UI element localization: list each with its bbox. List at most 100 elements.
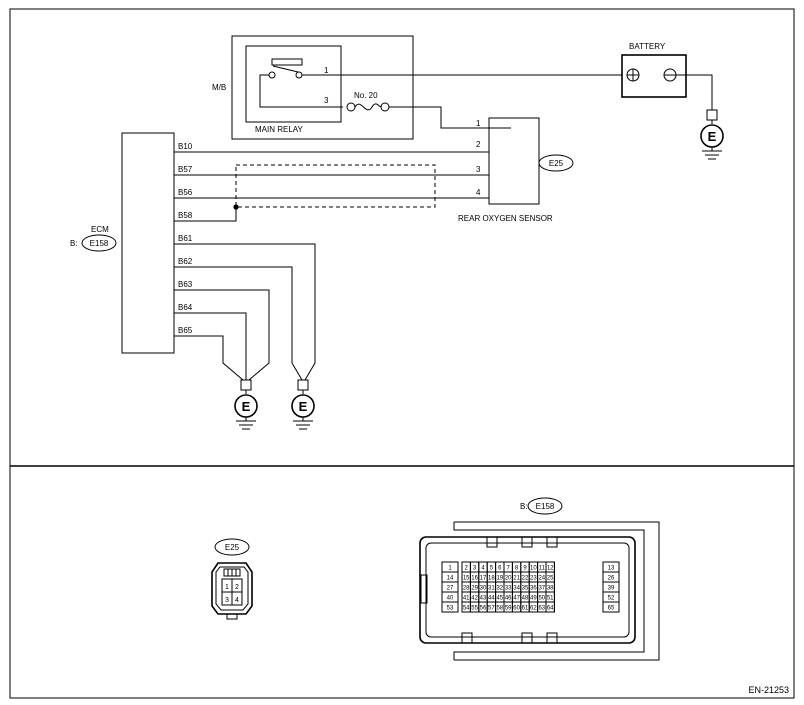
e158-pin: 56 [480, 606, 487, 612]
ecm-pin-b56: B56 [178, 188, 193, 197]
e158-pin: 15 [463, 576, 470, 582]
e158-pin: 35 [522, 586, 529, 592]
fuse-label: No. 20 [354, 91, 378, 100]
e158-pin: 51 [547, 596, 554, 602]
ground-label: E [299, 399, 308, 414]
e158-pin: 7 [507, 566, 511, 572]
e158-pin: 52 [608, 596, 615, 602]
e158-pin: 4 [481, 566, 485, 572]
e158-prefix: B: [520, 502, 528, 511]
sensor-label: REAR OXYGEN SENSOR [458, 214, 553, 223]
ecm-pin-b57: B57 [178, 165, 193, 174]
e158-pin: 49 [530, 596, 537, 602]
frame [9, 8, 795, 699]
e158-pin: 32 [496, 586, 503, 592]
e158-pin: 58 [496, 606, 503, 612]
fuse-terminal-left [346, 102, 356, 112]
e158-pin: 50 [538, 596, 545, 602]
shield-junction [233, 204, 239, 210]
ecm-pin-b65: B65 [178, 326, 193, 335]
e158-pin: 65 [608, 606, 615, 612]
e25-connector-face [211, 562, 253, 620]
wire-battery-to-ground [676, 74, 713, 110]
e158-badge [527, 497, 563, 515]
e158-pin: 3 [473, 566, 477, 572]
e158-pin: 24 [538, 576, 545, 582]
relay-pin-3-label: 3 [324, 96, 329, 105]
e158-pin: 21 [513, 576, 520, 582]
e25-badge [214, 538, 250, 556]
e158-pin: 18 [488, 576, 495, 582]
e158-label: E158 [536, 502, 555, 511]
shield-outline [235, 164, 436, 208]
battery-label: BATTERY [629, 42, 666, 51]
e158-pin: 29 [471, 586, 478, 592]
e158-pin: 63 [538, 606, 545, 612]
main-relay-label: MAIN RELAY [255, 125, 304, 134]
sensor-pin-3: 3 [476, 165, 481, 174]
e25-pin: 1 [225, 584, 229, 591]
relay-pin-1-label: 1 [324, 66, 329, 75]
sensor-connector-badge [538, 154, 574, 172]
relay-coil [271, 58, 303, 66]
wire-b65 [174, 335, 244, 381]
relay-internal-wire [259, 74, 343, 108]
sensor-pin-2: 2 [476, 140, 481, 149]
wire-b63 [174, 289, 270, 381]
ecm-pin-b61: B61 [178, 234, 193, 243]
ecm-pin-b10: B10 [178, 142, 193, 151]
mb-label: M/B [212, 83, 226, 92]
e158-pin: 57 [488, 606, 495, 612]
footer-code: EN-21253 [748, 685, 789, 695]
relay-contact-left [268, 71, 276, 79]
e158-pin: 9 [523, 566, 527, 572]
e158-pin: 54 [463, 606, 470, 612]
main-relay-box [245, 45, 342, 123]
relay-switch-arm [272, 65, 299, 73]
e158-pin: 11 [539, 566, 546, 572]
e158-pin: 42 [471, 596, 478, 602]
ecm-box [121, 132, 175, 354]
e25-pin: 3 [225, 597, 229, 604]
e158-pin: 30 [480, 586, 487, 592]
e158-pin: 8 [515, 566, 519, 572]
e158-pin: 34 [513, 586, 520, 592]
e158-pin: 48 [522, 596, 529, 602]
e158-pin: 28 [463, 586, 470, 592]
e158-pin: 19 [496, 576, 503, 582]
fuse-terminal-right [380, 102, 390, 112]
e158-pin: 47 [513, 596, 520, 602]
e158-pin: 36 [530, 586, 537, 592]
e158-pin: 25 [547, 576, 554, 582]
ground-icon [234, 379, 258, 430]
e158-pin: 61 [522, 606, 529, 612]
e158-pin: 5 [490, 566, 494, 572]
ecm-pin-b63: B63 [178, 280, 193, 289]
e158-pin: 16 [471, 576, 478, 582]
ecm-connector-prefix: B: [70, 239, 78, 248]
e25-label: E25 [225, 543, 240, 552]
sensor-pin-1: 1 [476, 119, 481, 128]
e158-pin: 22 [522, 576, 529, 582]
ground-label: E [242, 399, 251, 414]
wire-b61 [174, 243, 316, 381]
e158-pin: 53 [447, 606, 454, 612]
e158-pin: 62 [530, 606, 537, 612]
e158-pin: 59 [505, 606, 512, 612]
e158-pin: 2 [465, 566, 469, 572]
ecm-pin-b64: B64 [178, 303, 193, 312]
ground-icon [291, 379, 315, 430]
e25-pin: 4 [235, 597, 239, 604]
e158-pin: 64 [547, 606, 554, 612]
sensor-box [488, 117, 540, 205]
e158-pin: 12 [547, 566, 554, 572]
ground-icon [700, 109, 724, 160]
e158-pin: 17 [480, 576, 487, 582]
mb-box [231, 35, 414, 140]
e158-pin: 31 [488, 586, 495, 592]
sensor-pin-4: 4 [476, 188, 481, 197]
ground-label: E [708, 129, 717, 144]
ecm-pin-b58: B58 [178, 211, 193, 220]
